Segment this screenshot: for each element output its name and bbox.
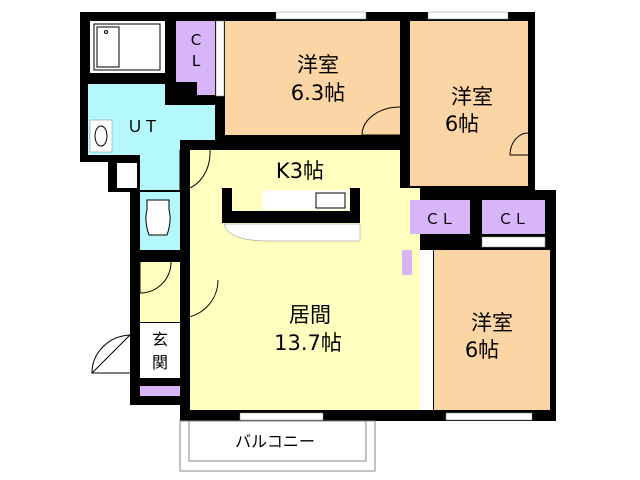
closet-1-label: C	[191, 31, 201, 49]
stove-icon	[315, 192, 346, 209]
living-size: 13.7帖	[274, 331, 342, 355]
balcony	[179, 420, 376, 472]
door-swing[interactable]	[179, 279, 219, 319]
utility-room	[88, 84, 215, 190]
storage	[402, 250, 412, 275]
entrance-label-2: 関	[152, 353, 168, 372]
door-swing[interactable]	[361, 106, 401, 136]
entrance-door-swing	[91, 334, 131, 374]
closet-1	[176, 21, 215, 95]
western-room-1-size: 6.3帖	[291, 81, 345, 105]
door-swing[interactable]	[139, 261, 172, 294]
balcony-inner	[188, 420, 367, 462]
western-room-3-name: 洋室	[471, 311, 513, 335]
door-swing[interactable]	[509, 132, 529, 156]
window	[427, 11, 509, 20]
western-room-2-size: 6帖	[445, 112, 479, 136]
western-room-2-name: 洋室	[451, 85, 493, 109]
entrance	[140, 323, 180, 378]
shoe-closet	[140, 386, 180, 396]
door-swing[interactable]	[179, 149, 211, 191]
closet-3	[482, 200, 545, 234]
counter-top	[223, 223, 361, 242]
kitchen-counter	[222, 188, 360, 223]
living-kitchen	[190, 150, 400, 410]
balcony-label: バルコニー	[235, 432, 315, 451]
utility-label: ＵＴ	[127, 117, 159, 136]
drain-icon	[104, 30, 108, 34]
closet-3-label: ＣＬ	[498, 210, 528, 228]
western-room-3	[434, 250, 550, 410]
living-kitchen-right	[400, 188, 420, 410]
closet-door[interactable]	[215, 20, 225, 97]
western-room-3-size: 6帖	[465, 338, 499, 362]
window	[275, 11, 367, 20]
washer-space	[117, 163, 137, 188]
window	[445, 412, 533, 421]
living-name: 居間	[289, 303, 331, 327]
closet-door[interactable]	[481, 236, 546, 248]
closet-2-label: ＣＬ	[425, 210, 455, 228]
western-room-2	[410, 21, 528, 186]
closet-2	[410, 200, 470, 234]
toilet-icon	[145, 199, 171, 236]
western-room-1	[225, 21, 400, 135]
entrance-label: 玄	[152, 330, 168, 349]
kitchen-label: K3帖	[276, 159, 324, 183]
bathtub-basin	[96, 26, 120, 68]
wall-partition	[420, 250, 433, 410]
washbasin-icon	[94, 125, 108, 147]
closet-1-label-2: L	[192, 52, 201, 70]
window	[239, 412, 324, 421]
western-room-1-name: 洋室	[297, 53, 339, 77]
